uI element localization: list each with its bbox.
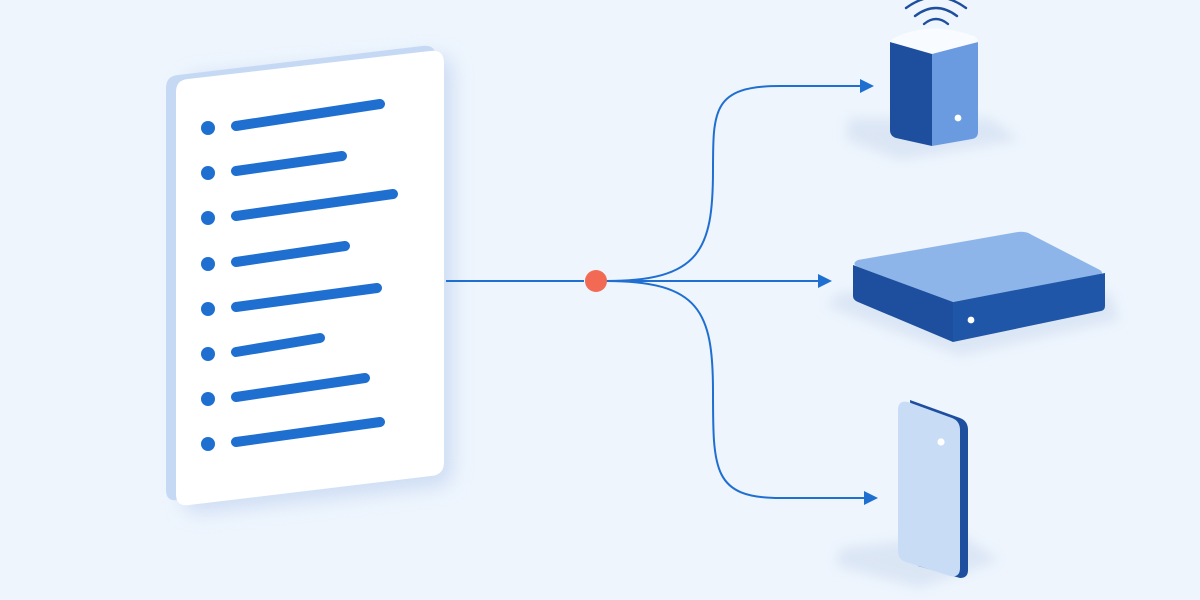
speaker-side xyxy=(932,42,978,146)
box-top xyxy=(854,231,1102,302)
speaker-top xyxy=(890,28,978,54)
list-item xyxy=(201,373,370,406)
wifi-signal-icon xyxy=(904,0,968,26)
drive-status-light xyxy=(937,438,945,446)
speaker-front xyxy=(890,42,932,146)
box-front-right xyxy=(953,273,1105,342)
bullet-icon xyxy=(201,437,215,451)
list-item xyxy=(201,151,347,180)
list-item xyxy=(201,99,385,135)
bullet-icon xyxy=(201,302,215,316)
list-item xyxy=(201,333,325,361)
list-line xyxy=(231,151,347,176)
list-line xyxy=(231,283,382,312)
box-status-light xyxy=(967,316,975,324)
arrow-right-icon xyxy=(860,79,874,93)
drive-front xyxy=(898,401,960,577)
list-item xyxy=(201,241,350,271)
list-item xyxy=(201,283,382,316)
bulleted-list-document-icon xyxy=(166,45,452,513)
wireless-speaker-device-icon xyxy=(846,0,1020,160)
set-top-box-device-icon xyxy=(826,231,1120,356)
list-line xyxy=(231,333,325,357)
box-front-left xyxy=(853,265,953,342)
arrow-right-icon xyxy=(818,274,832,288)
document-list xyxy=(201,99,398,451)
bullet-icon xyxy=(201,347,215,361)
distribution-node-icon xyxy=(585,270,607,292)
bullet-icon xyxy=(201,166,215,180)
speaker-status-light xyxy=(954,114,962,122)
bullet-icon xyxy=(201,392,215,406)
bullet-icon xyxy=(201,121,215,135)
list-line xyxy=(231,241,350,267)
portable-drive-device-icon xyxy=(836,400,1000,588)
list-line xyxy=(231,99,385,131)
list-line xyxy=(231,373,370,402)
branch-bottom-connector xyxy=(605,280,864,499)
branch-top-connector xyxy=(605,85,860,282)
bullet-icon xyxy=(201,257,215,271)
list-line xyxy=(231,189,398,221)
list-item xyxy=(201,189,398,225)
arrow-right-icon xyxy=(864,491,878,505)
list-item xyxy=(201,417,385,451)
connectors xyxy=(446,79,878,505)
list-line xyxy=(231,417,385,447)
bullet-icon xyxy=(201,211,215,225)
